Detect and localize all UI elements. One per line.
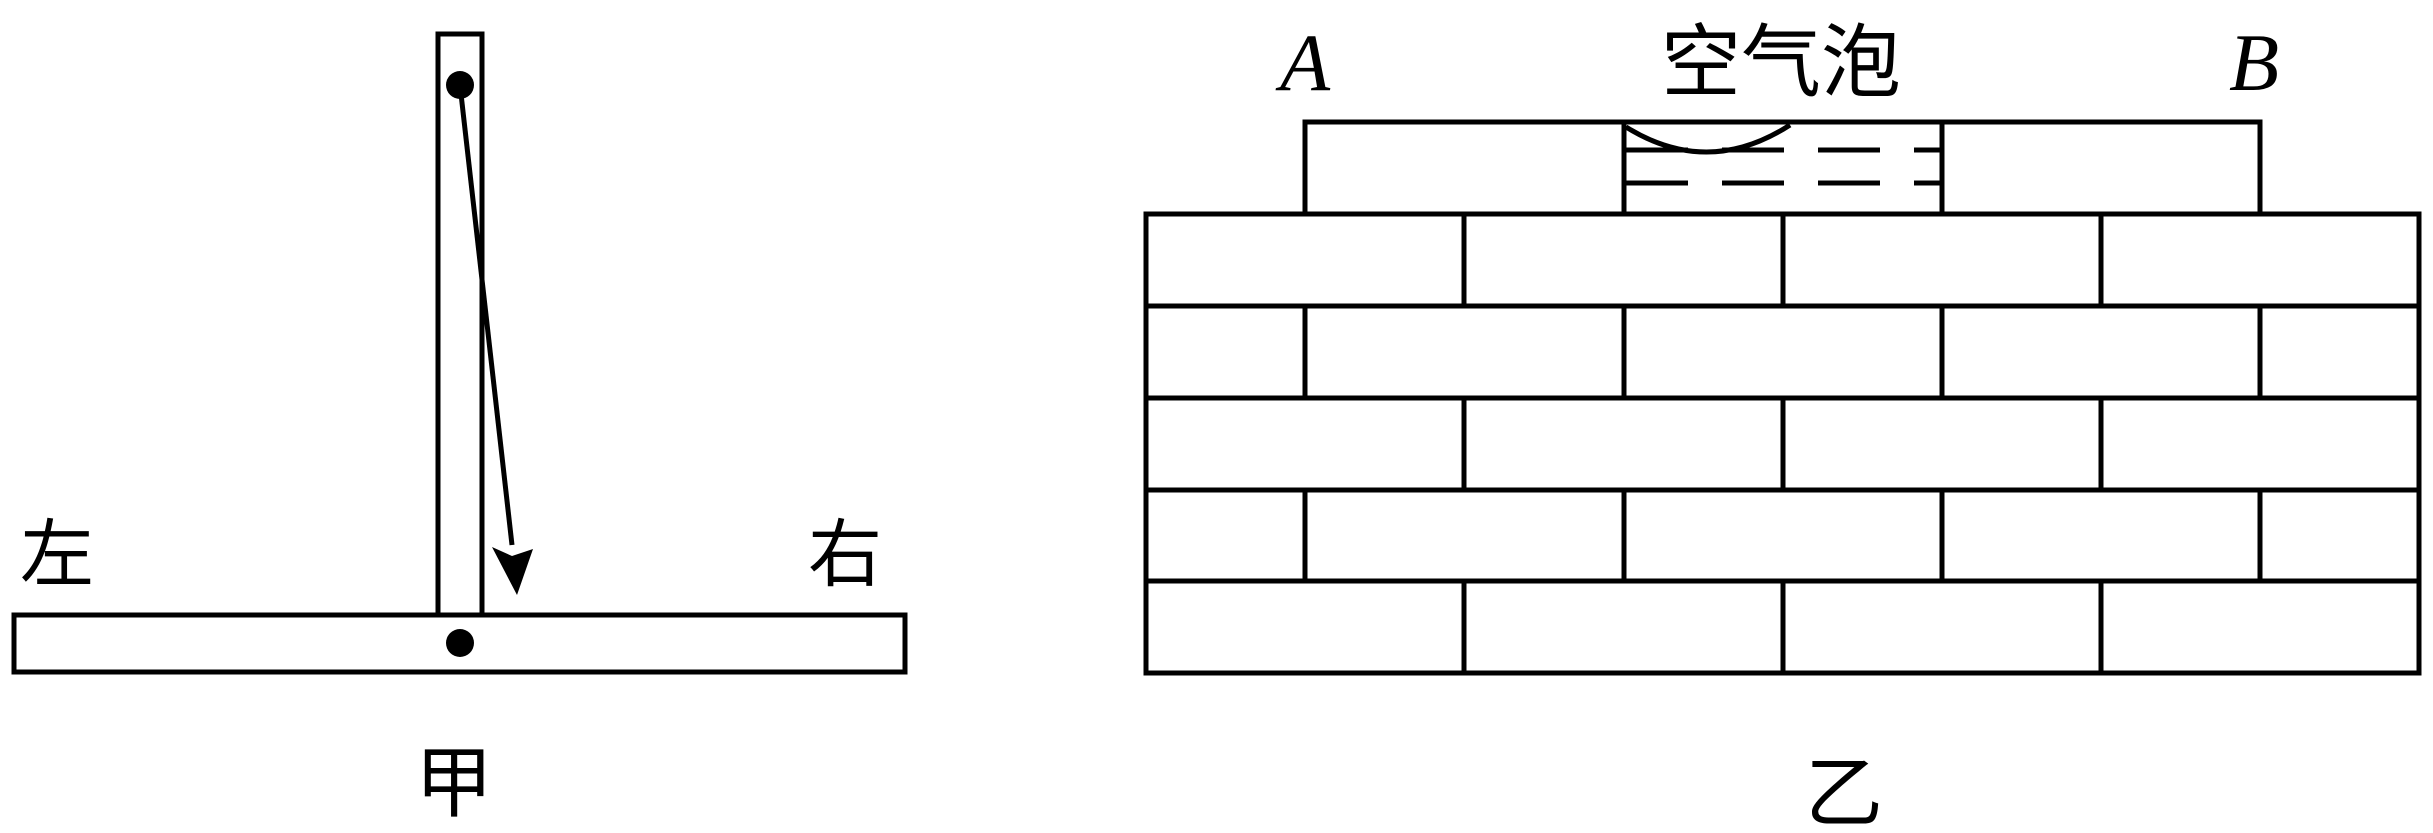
caption-yi: 乙 bbox=[1805, 749, 1883, 833]
label-a: A bbox=[1275, 17, 1331, 108]
label-b: B bbox=[2229, 17, 2279, 108]
label-air-bubble: 空气泡 bbox=[1661, 16, 1901, 109]
label-left: 左 bbox=[20, 512, 94, 598]
figure-jia: 左 右 甲 bbox=[14, 34, 905, 829]
brick-wall bbox=[1146, 214, 2419, 673]
label-right: 右 bbox=[808, 512, 882, 598]
reference-dot bbox=[446, 629, 474, 657]
level-vial bbox=[1624, 122, 1942, 214]
spirit-level bbox=[1305, 122, 2260, 214]
level-body bbox=[1305, 122, 2260, 214]
arrowhead-icon bbox=[492, 547, 533, 595]
figure-yi: A 空气泡 B 乙 bbox=[1146, 16, 2419, 833]
vertical-post bbox=[438, 34, 482, 615]
caption-jia: 甲 bbox=[415, 739, 493, 829]
